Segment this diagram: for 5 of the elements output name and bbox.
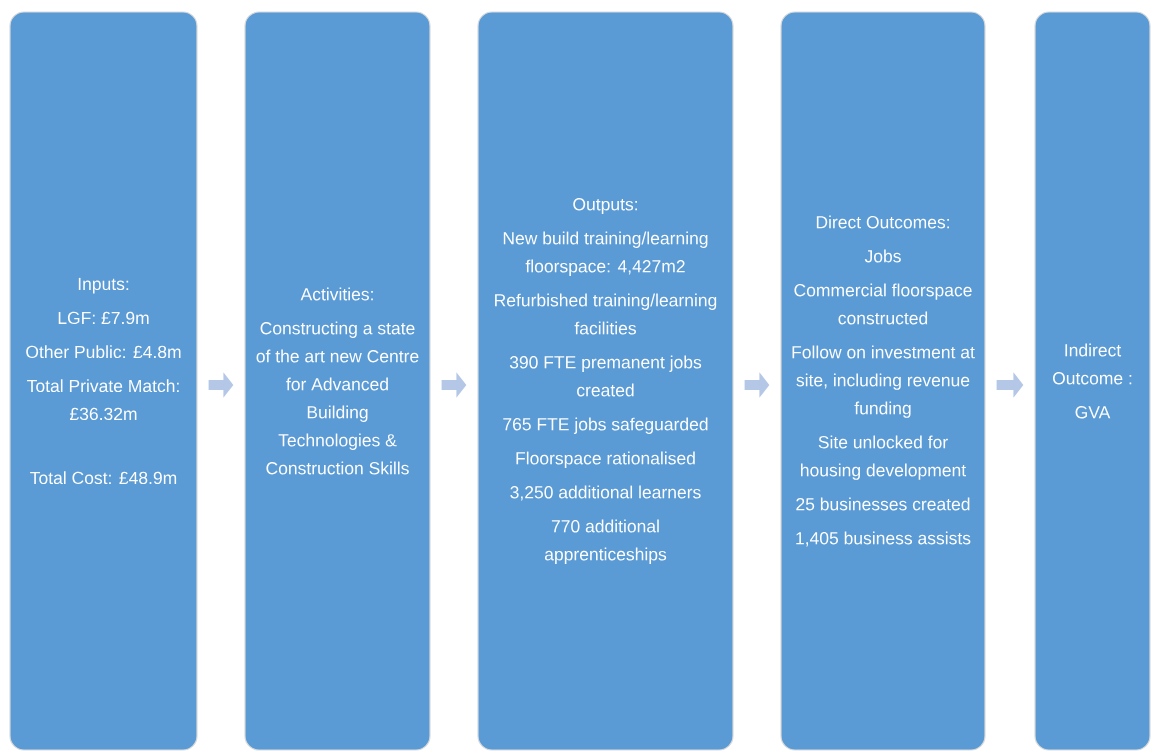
process-box: Direct Outcomes: Jobs Commercial floorspace constructed Follow on investment at site, including revenue funding Site unlocked for housing development 25 businesses created 1,405 business assists: [780, 11, 986, 751]
process-box: Indirect Outcome : GVA: [1034, 11, 1151, 751]
process-box: Outputs: New build training/learning floorspace: 4,427m2 Refurbished training/learning facilities 390 FTE premanent jobs created 765 FTE jobs safeguarded Floorspace rationalised 3,250 additional learners 770 additional apprenticeships: [477, 11, 734, 751]
process-box: Activities: Constructing a state of the art new Centre for Advanced Building Technologies & Construction Skills: [244, 11, 431, 751]
process-box: Inputs: LGF: £7.9m Other Public: £4.8m Total Private Match: £36.32m Total Cost: £48.9m: [9, 11, 198, 751]
